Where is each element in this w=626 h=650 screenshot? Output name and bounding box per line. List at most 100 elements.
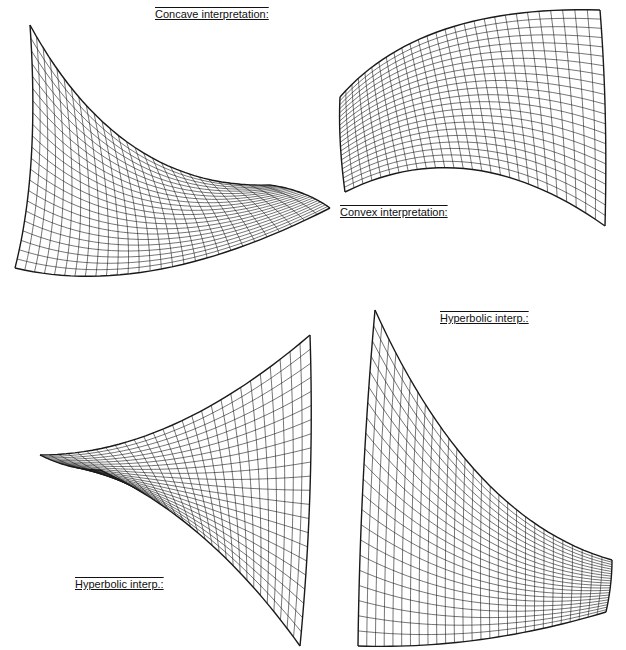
- mesh-line: [361, 540, 610, 597]
- mesh-line: [31, 158, 302, 214]
- mesh-line: [32, 136, 297, 207]
- mesh-surface: [15, 25, 330, 276]
- mesh-line: [358, 310, 375, 646]
- mesh-line: [363, 479, 610, 586]
- mesh-line: [340, 66, 604, 125]
- mesh-line: [363, 494, 611, 588]
- mesh-line: [19, 205, 325, 263]
- mesh-line: [221, 400, 240, 573]
- mesh-line: [366, 433, 611, 578]
- mesh-line: [95, 470, 303, 618]
- mesh-line: [79, 97, 90, 276]
- mesh-line: [31, 38, 273, 186]
- mesh-line: [33, 101, 288, 197]
- mesh-line: [21, 203, 323, 257]
- mesh-line: [428, 416, 433, 645]
- mesh-line: [45, 363, 310, 458]
- mesh-line: [340, 27, 602, 105]
- mesh-line: [437, 427, 441, 644]
- mesh-line: [70, 466, 310, 490]
- mesh-line: [89, 470, 305, 590]
- mesh-line: [368, 402, 612, 573]
- mesh-line: [360, 555, 609, 601]
- mesh-line: [239, 184, 292, 226]
- mesh-line: [484, 19, 510, 178]
- mesh-line: [32, 147, 300, 210]
- mesh-line: [340, 10, 600, 97]
- mesh-line: [367, 418, 612, 576]
- mesh-line: [54, 406, 312, 463]
- panel-label: Convex interpretation:: [338, 205, 450, 219]
- mesh-line: [463, 459, 465, 642]
- mesh-line: [344, 155, 606, 205]
- mesh-line: [375, 310, 612, 560]
- mesh-line: [59, 434, 311, 467]
- mesh-line: [361, 525, 609, 594]
- mesh-line: [32, 76, 282, 191]
- mesh-surface: [340, 10, 606, 226]
- mesh-line: [33, 124, 294, 202]
- mesh-line: [30, 169, 305, 219]
- mesh-line: [419, 404, 425, 645]
- mesh-line: [32, 64, 279, 189]
- mesh-line: [454, 26, 481, 171]
- mesh-line: [33, 88, 286, 193]
- mesh-line: [43, 349, 311, 456]
- mesh-line: [86, 105, 99, 276]
- mesh-line: [527, 12, 547, 192]
- mesh-line: [33, 113, 291, 200]
- mesh-line: [84, 469, 307, 561]
- mesh-surface: [358, 310, 612, 646]
- mesh-line: [445, 438, 449, 643]
- mesh-line: [211, 405, 233, 565]
- mesh-line: [516, 14, 538, 188]
- mesh-line: [86, 469, 305, 575]
- mesh-line: [474, 21, 500, 175]
- mesh-line: [358, 612, 606, 646]
- mesh-line: [579, 549, 582, 619]
- mesh-line: [364, 464, 611, 583]
- mesh-line: [365, 448, 611, 580]
- mesh-line: [606, 560, 612, 612]
- mesh-line: [56, 420, 311, 465]
- mesh-surface: [40, 335, 311, 646]
- mesh-line: [600, 10, 606, 226]
- mesh-line: [15, 25, 33, 268]
- mesh-line: [71, 88, 80, 276]
- mesh-line: [25, 200, 319, 245]
- panel-label: Hyperbolic interp.:: [438, 311, 531, 325]
- mesh-line: [372, 341, 612, 565]
- mesh-line: [360, 570, 609, 606]
- mesh-line: [359, 586, 608, 612]
- mesh-line: [30, 180, 308, 224]
- mesh-line: [587, 10, 595, 220]
- mesh-line: [472, 468, 474, 640]
- mesh-line: [551, 11, 567, 202]
- mesh-line: [202, 411, 227, 559]
- mesh-line: [342, 129, 606, 165]
- mesh-line: [418, 40, 444, 168]
- mesh-line: [73, 467, 310, 504]
- mesh-line: [342, 135, 606, 174]
- mesh-line: [454, 449, 457, 643]
- panel-label: Concave interpretation:: [153, 7, 271, 21]
- mesh-line: [100, 470, 300, 646]
- mesh-line: [118, 135, 139, 272]
- mesh-line: [505, 15, 528, 184]
- mesh-line: [17, 206, 328, 269]
- mesh-line: [40, 335, 310, 455]
- mesh-line: [369, 387, 612, 571]
- mesh-line: [62, 448, 311, 470]
- mesh-line: [371, 356, 612, 567]
- mesh-line: [362, 510, 610, 591]
- mesh-line: [110, 128, 129, 274]
- mesh-line: [570, 545, 572, 622]
- mesh-line: [340, 43, 603, 113]
- mesh-line: [375, 339, 388, 646]
- mesh-line: [15, 208, 330, 276]
- mesh-line: [29, 191, 311, 229]
- mesh-line: [51, 391, 311, 460]
- mesh-line: [102, 121, 118, 275]
